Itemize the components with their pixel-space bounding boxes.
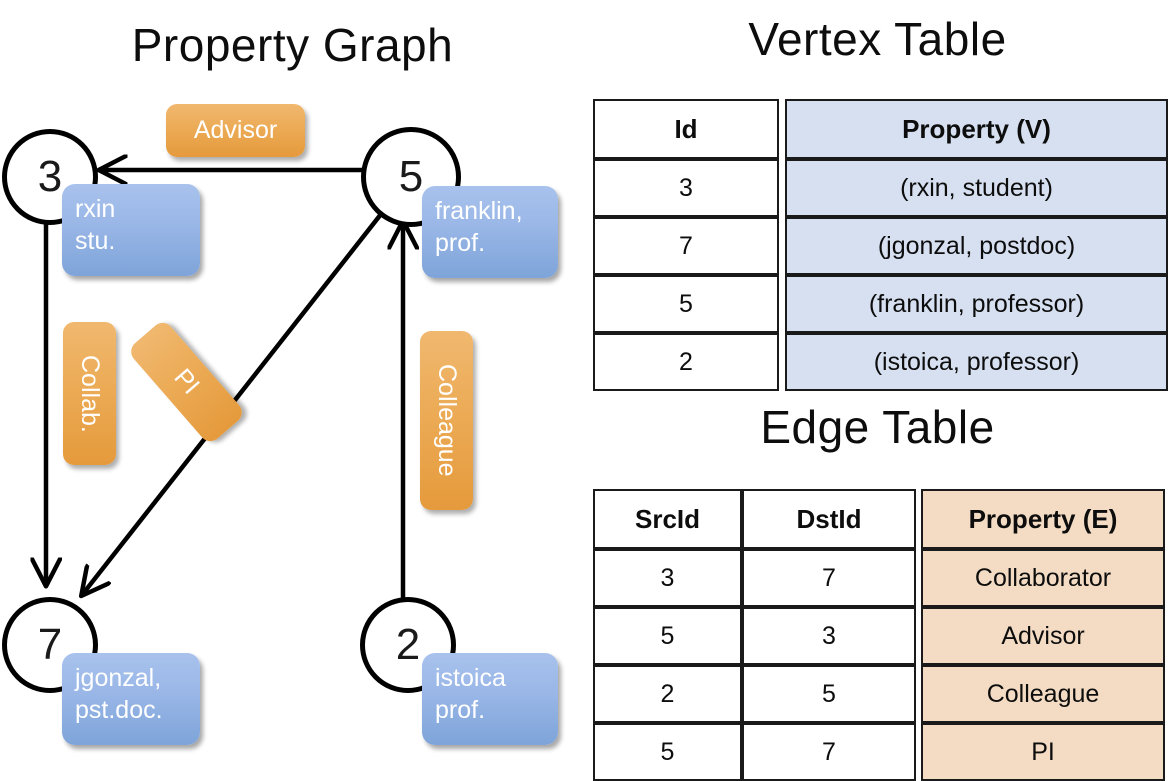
edge-table-row[interactable]: 5 3 Advisor — [593, 607, 1165, 665]
edge-table-title: Edge Table — [760, 401, 995, 453]
graph-node-3-label: 3 — [37, 152, 63, 201]
vertex-cell-property: (jgonzal, postdoc) — [785, 217, 1168, 275]
graph-node-5-label: 5 — [398, 152, 424, 201]
property-box-rxin[interactable]: rxin stu. — [62, 184, 200, 276]
edge-label-collab-text: Collab. — [76, 354, 104, 433]
edge-cell-property: Advisor — [921, 607, 1165, 665]
edge-table-row[interactable]: 3 7 Collaborator — [593, 549, 1165, 607]
edge-label-collab[interactable]: Collab. — [63, 322, 116, 465]
vertex-cell-property: (franklin, professor) — [785, 275, 1168, 333]
property-graph-diagram: 3 5 7 2 rxin stu. franklin, prof. jgonza… — [0, 0, 585, 760]
vertex-table: Id Property (V) 3 (rxin, student) 7 (jgo… — [593, 99, 1168, 391]
edge-cell-property: PI — [921, 723, 1165, 781]
graph-node-2-label: 2 — [395, 620, 421, 669]
graph-node-7-label: 7 — [37, 620, 63, 669]
property-box-istoica-line1: istoica — [435, 664, 506, 692]
vertex-table-row[interactable]: 5 (franklin, professor) — [593, 275, 1168, 333]
edge-label-colleague[interactable]: Colleague — [420, 331, 473, 510]
property-box-jgonzal-line1: jgonzal, — [75, 664, 162, 692]
edge-cell-dstid: 7 — [742, 723, 916, 781]
vertex-table-row[interactable]: 7 (jgonzal, postdoc) — [593, 217, 1168, 275]
edge-label-pi-text: PI — [168, 363, 206, 400]
property-box-istoica[interactable]: istoica prof. — [422, 653, 558, 745]
property-box-franklin[interactable]: franklin, prof. — [422, 186, 558, 278]
edge-label-advisor-text: Advisor — [193, 116, 278, 144]
edge-cell-srcid: 2 — [593, 665, 742, 723]
edge-table: SrcId DstId Property (E) 3 7 Collaborato… — [593, 489, 1165, 781]
property-box-rxin-line1: rxin — [75, 195, 116, 223]
vertex-table-title: Vertex Table — [748, 13, 1007, 65]
edge-header-srcid: SrcId — [593, 489, 742, 549]
property-box-istoica-line2: prof. — [435, 696, 486, 724]
edge-cell-property: Collaborator — [921, 549, 1165, 607]
edge-header-property: Property (E) — [921, 489, 1165, 549]
property-box-jgonzal[interactable]: jgonzal, pst.doc. — [62, 653, 200, 745]
vertex-cell-id: 5 — [593, 275, 779, 333]
edge-cell-dstid: 3 — [742, 607, 916, 665]
vertex-cell-id: 7 — [593, 217, 779, 275]
vertex-table-row[interactable]: 2 (istoica, professor) — [593, 333, 1168, 391]
edge-cell-dstid: 7 — [742, 549, 916, 607]
vertex-header-property: Property (V) — [785, 99, 1168, 159]
edge-cell-property: Colleague — [921, 665, 1165, 723]
property-box-franklin-line2: prof. — [435, 229, 486, 257]
vertex-cell-id: 2 — [593, 333, 779, 391]
edge-label-advisor[interactable]: Advisor — [166, 104, 305, 157]
property-box-jgonzal-line2: pst.doc. — [75, 696, 163, 724]
edge-cell-srcid: 5 — [593, 607, 742, 665]
property-box-rxin-line2: stu. — [75, 227, 116, 255]
property-box-franklin-line1: franklin, — [435, 197, 523, 225]
edge-cell-srcid: 3 — [593, 549, 742, 607]
edge-label-colleague-text: Colleague — [433, 364, 461, 477]
vertex-cell-property: (istoica, professor) — [785, 333, 1168, 391]
vertex-table-row[interactable]: 3 (rxin, student) — [593, 159, 1168, 217]
edge-table-row[interactable]: 5 7 PI — [593, 723, 1165, 781]
vertex-cell-id: 3 — [593, 159, 779, 217]
vertex-table-header-row: Id Property (V) — [593, 99, 1168, 159]
vertex-header-id: Id — [593, 99, 779, 159]
property-graph-title: Property Graph — [131, 19, 454, 71]
edge-table-row[interactable]: 2 5 Colleague — [593, 665, 1165, 723]
graph-node-5[interactable]: 5 — [361, 127, 461, 227]
edge-cell-dstid: 5 — [742, 665, 916, 723]
edge-header-dstid: DstId — [742, 489, 916, 549]
edge-cell-srcid: 5 — [593, 723, 742, 781]
edge-table-header-row: SrcId DstId Property (E) — [593, 489, 1165, 549]
vertex-cell-property: (rxin, student) — [785, 159, 1168, 217]
graph-node-2[interactable]: 2 — [360, 597, 456, 693]
